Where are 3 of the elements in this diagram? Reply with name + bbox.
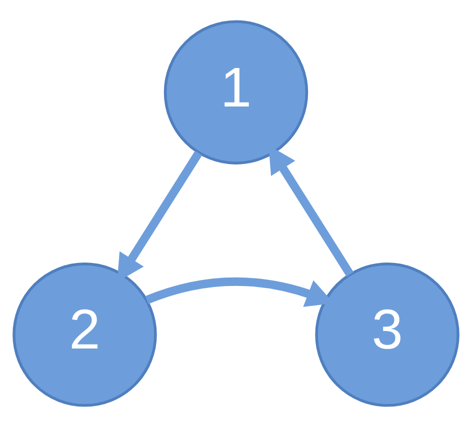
node-circle: 1 [164,20,308,164]
node-circle: 3 [315,262,460,406]
node-circle: 2 [12,262,157,406]
